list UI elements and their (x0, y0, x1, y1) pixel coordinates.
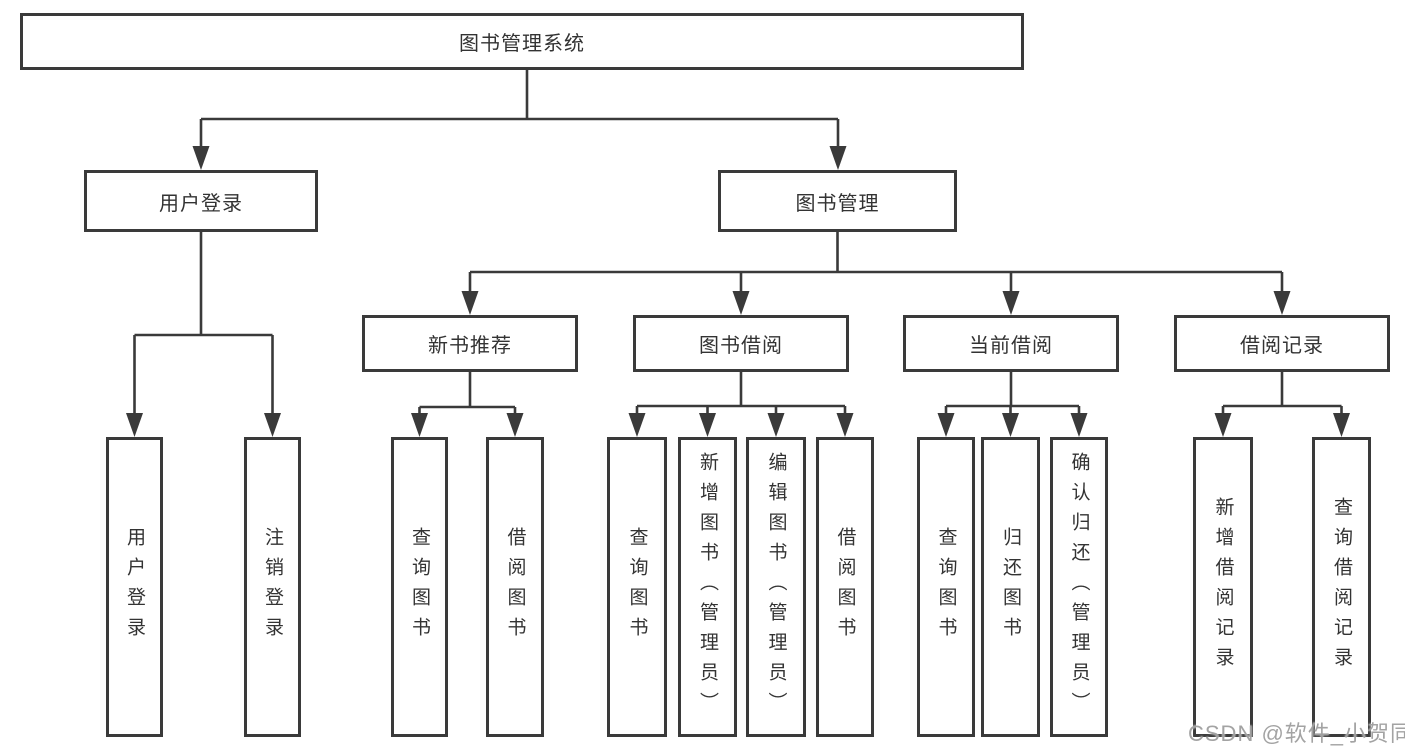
arrowhead-icon (732, 291, 750, 315)
arrowhead-icon (937, 413, 955, 437)
csdn-watermark: CSDN @软件_小贺同学 (1188, 721, 1405, 746)
node-leaf-query-borrow-record: 查询借阅记录 (1312, 437, 1371, 737)
arrowhead-icon (1333, 413, 1350, 437)
connector-new-book-section (418, 371, 517, 419)
arrowhead-icon (829, 146, 847, 170)
arrowhead-icon (1273, 291, 1291, 315)
connector-current-borrow-section (944, 371, 1081, 419)
arrowhead-icon (1002, 413, 1019, 437)
arrowhead-icon (1002, 291, 1020, 315)
arrowhead-icon (628, 413, 646, 437)
node-leaf-logout: 注销登录 (244, 437, 301, 737)
node-user-login: 用户登录 (84, 170, 318, 232)
node-leaf-confirm-return-admin: 确认归还（管理员） (1050, 437, 1108, 737)
connector-book-borrow-section (635, 371, 847, 419)
arrowhead-icon (836, 413, 854, 437)
arrowhead-icon (192, 146, 210, 170)
arrowhead-icon (767, 413, 785, 437)
node-leaf-query-books: 查询图书 (391, 437, 448, 737)
connector-root-to-level2 (199, 68, 840, 152)
node-leaf-return-books: 归还图书 (981, 437, 1040, 737)
connector-borrow-record-section (1221, 371, 1343, 419)
node-new-book-recommend: 新书推荐 (362, 315, 578, 372)
node-leaf-edit-books-admin: 编辑图书（管理员） (746, 437, 806, 737)
node-leaf-query-books: 查询图书 (917, 437, 975, 737)
arrowhead-icon (1214, 413, 1232, 437)
node-leaf-add-borrow-record: 新增借阅记录 (1193, 437, 1253, 737)
node-leaf-query-books: 查询图书 (607, 437, 667, 737)
node-leaf-borrow-books: 借阅图书 (486, 437, 544, 737)
arrowhead-icon (461, 291, 479, 315)
node-current-borrow: 当前借阅 (903, 315, 1119, 372)
arrowhead-icon (506, 413, 524, 437)
node-borrow-record: 借阅记录 (1174, 315, 1390, 372)
node-book-borrow: 图书借阅 (633, 315, 849, 372)
arrowhead-icon (411, 413, 428, 437)
arrowhead-icon (264, 413, 281, 437)
node-book-management: 图书管理 (718, 170, 957, 232)
node-library-management-system: 图书管理系统 (20, 13, 1024, 70)
node-leaf-borrow-books: 借阅图书 (816, 437, 874, 737)
arrowhead-icon (1070, 413, 1088, 437)
connector-user-login-branch (133, 231, 274, 419)
node-leaf-user-login: 用户登录 (106, 437, 163, 737)
node-leaf-add-books-admin: 新增图书（管理员） (678, 437, 737, 737)
connector-book-mgmt-to-level3 (468, 231, 1284, 297)
arrowhead-icon (699, 413, 716, 437)
arrowhead-icon (126, 413, 143, 437)
